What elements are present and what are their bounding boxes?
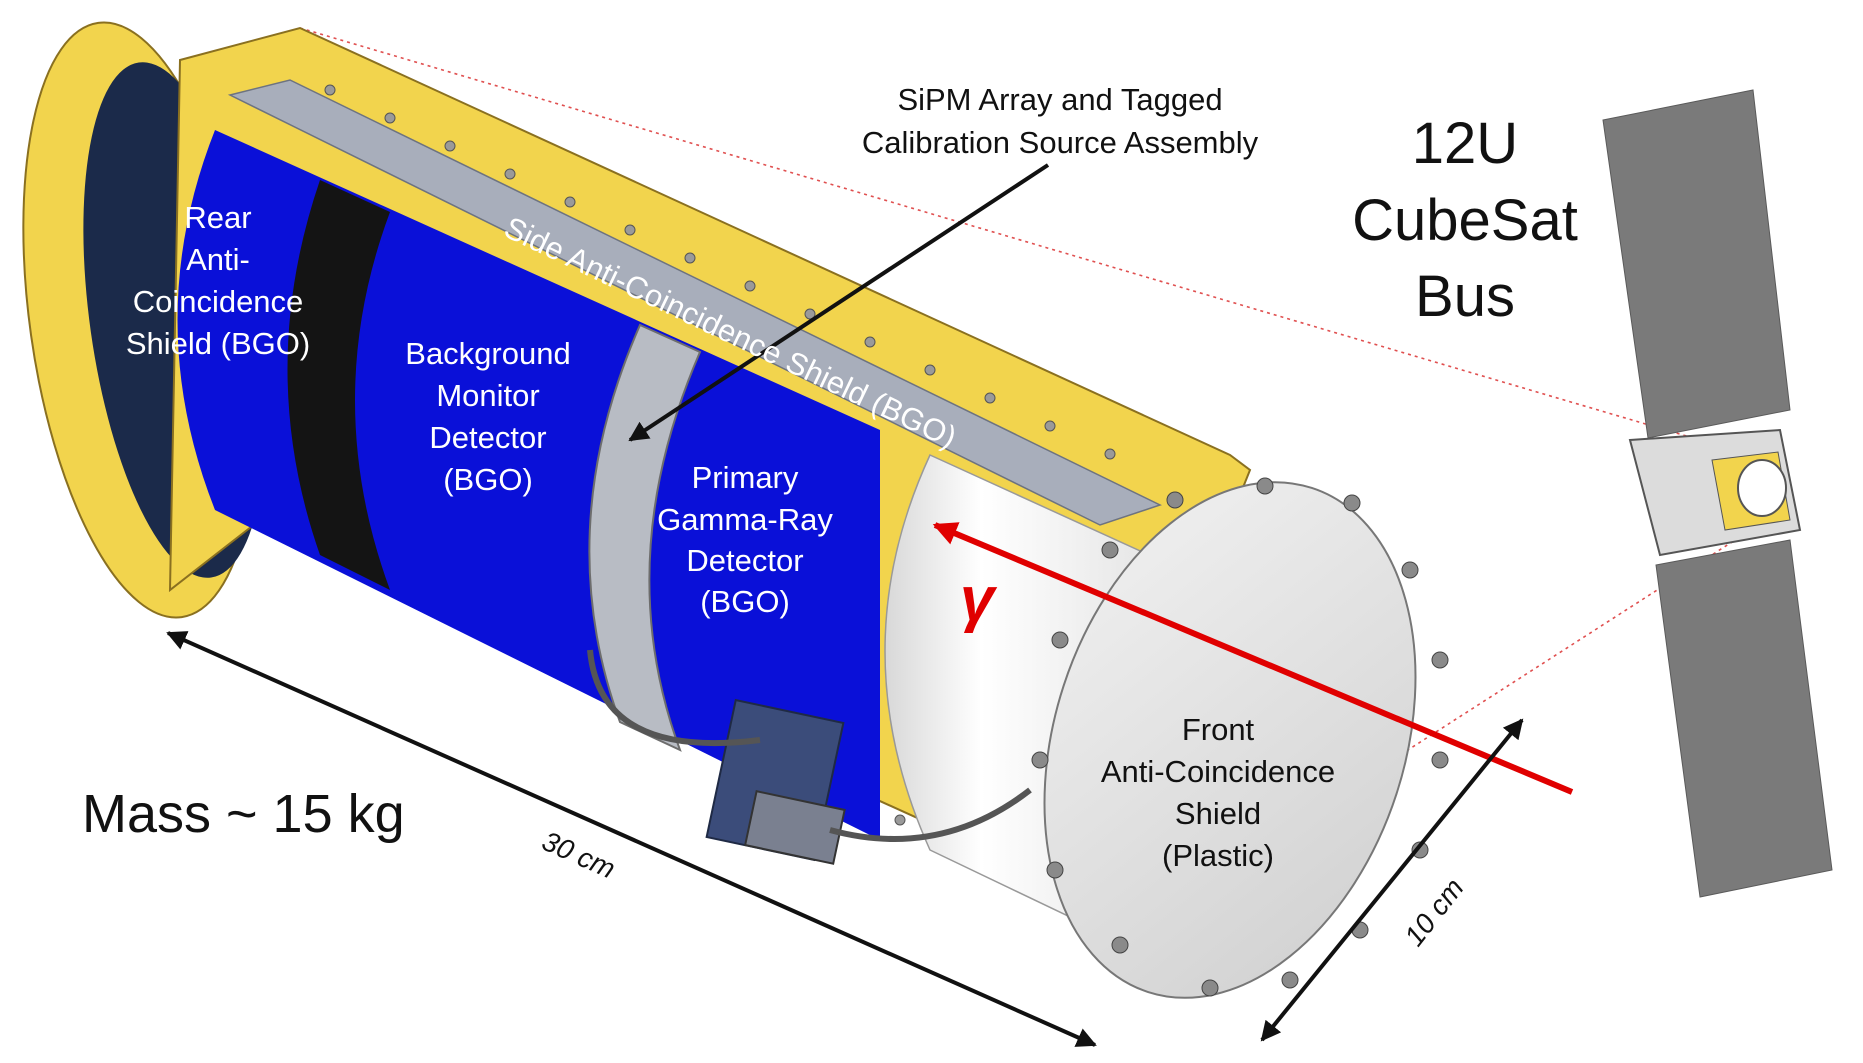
rear-shield-line-1: Rear <box>184 200 251 235</box>
diameter-dimension-arrow <box>1260 718 1524 1042</box>
length-label: 30 cm <box>538 825 620 884</box>
background-monitor-line-4: (BGO) <box>443 462 533 497</box>
gamma-symbol: γ <box>960 565 998 634</box>
rear-shield-line-3: Coincidence <box>133 284 304 319</box>
background-monitor-line-1: Background <box>405 336 570 371</box>
cubesat-label: 12U CubeSat Bus <box>1352 111 1578 329</box>
cubesat-line-3: Bus <box>1415 264 1515 329</box>
leader-line-top <box>299 27 1701 441</box>
primary-detector-line-1: Primary <box>692 460 799 495</box>
gap-band <box>287 180 390 590</box>
rear-shield-line-4: Shield (BGO) <box>126 326 310 361</box>
front-shield-line-2: Anti-Coincidence <box>1101 754 1335 789</box>
rear-shield-line-2: Anti- <box>186 242 250 277</box>
diameter-label: 10 cm <box>1398 873 1469 952</box>
background-monitor-label: Background Monitor Detector (BGO) <box>405 336 570 497</box>
sipm-label: SiPM Array and Tagged Calibration Source… <box>862 82 1259 160</box>
background-monitor-line-3: Detector <box>429 420 546 455</box>
mass-label: Mass ~ 15 kg <box>82 784 405 844</box>
cubesat-line-2: CubeSat <box>1352 188 1578 253</box>
primary-detector-label: Primary Gamma-Ray Detector (BGO) <box>657 460 833 619</box>
primary-detector-line-3: Detector <box>686 543 803 578</box>
background-monitor-line-2: Monitor <box>436 378 539 413</box>
primary-detector-line-2: Gamma-Ray <box>657 502 833 537</box>
rear-shield-label: Rear Anti- Coincidence Shield (BGO) <box>126 200 310 361</box>
sipm-pointer-arrow <box>628 163 1050 442</box>
solar-panel-top <box>1602 89 1791 439</box>
cubesat-bus <box>1602 89 1833 898</box>
front-shield-line-1: Front <box>1182 712 1255 747</box>
cubesat-aperture <box>1737 459 1787 517</box>
front-shield-line-3: Shield <box>1175 796 1261 831</box>
sipm-line-2: Calibration Source Assembly <box>862 125 1259 160</box>
length-dimension-arrow <box>166 631 1097 1047</box>
front-shield-label: Front Anti-Coincidence Shield (Plastic) <box>1101 712 1335 873</box>
primary-detector-line-4: (BGO) <box>700 584 790 619</box>
front-shield-line-4: (Plastic) <box>1162 838 1274 873</box>
sipm-line-1: SiPM Array and Tagged <box>897 82 1222 117</box>
side-shield-strip <box>227 79 1162 526</box>
solar-panel-bottom <box>1655 539 1833 898</box>
cubesat-line-1: 12U <box>1412 111 1518 176</box>
